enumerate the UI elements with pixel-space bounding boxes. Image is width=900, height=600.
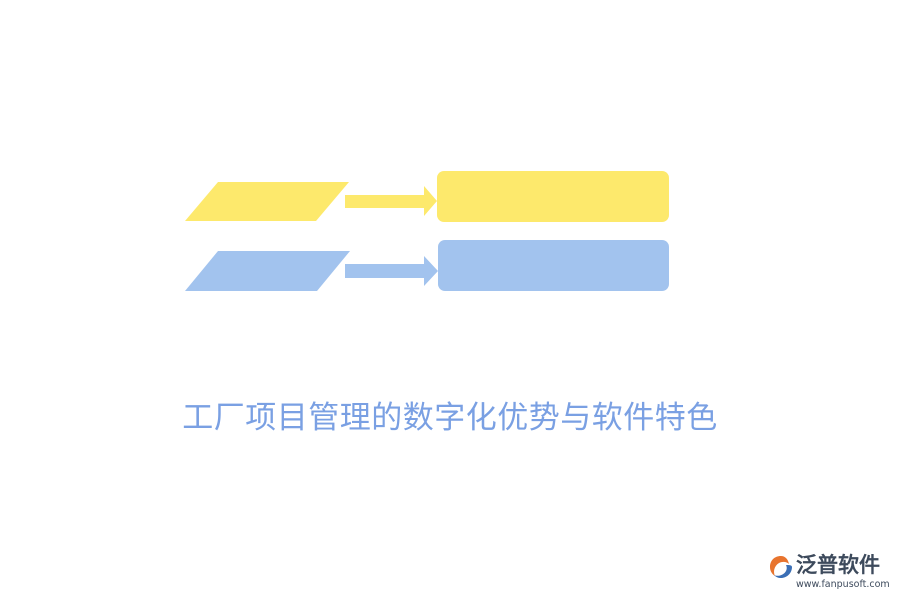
arrow-right-icon [345, 186, 437, 216]
input-parallelogram-2 [185, 251, 350, 291]
output-box-1 [437, 171, 669, 222]
arrow-right-icon [345, 256, 438, 286]
brand-logo[interactable]: 泛普软件 www.fanpusoft.com [768, 552, 894, 596]
flow-row-2 [185, 240, 669, 291]
input-parallelogram-1 [185, 182, 349, 221]
fanpu-logo-icon [770, 556, 792, 578]
output-box-2 [438, 240, 669, 291]
brand-name: 泛普软件 [796, 553, 880, 577]
diagram-caption: 工厂项目管理的数字化优势与软件特色 [182, 400, 718, 436]
flow-row-1 [185, 171, 669, 222]
brand-url: www.fanpusoft.com [796, 579, 890, 590]
